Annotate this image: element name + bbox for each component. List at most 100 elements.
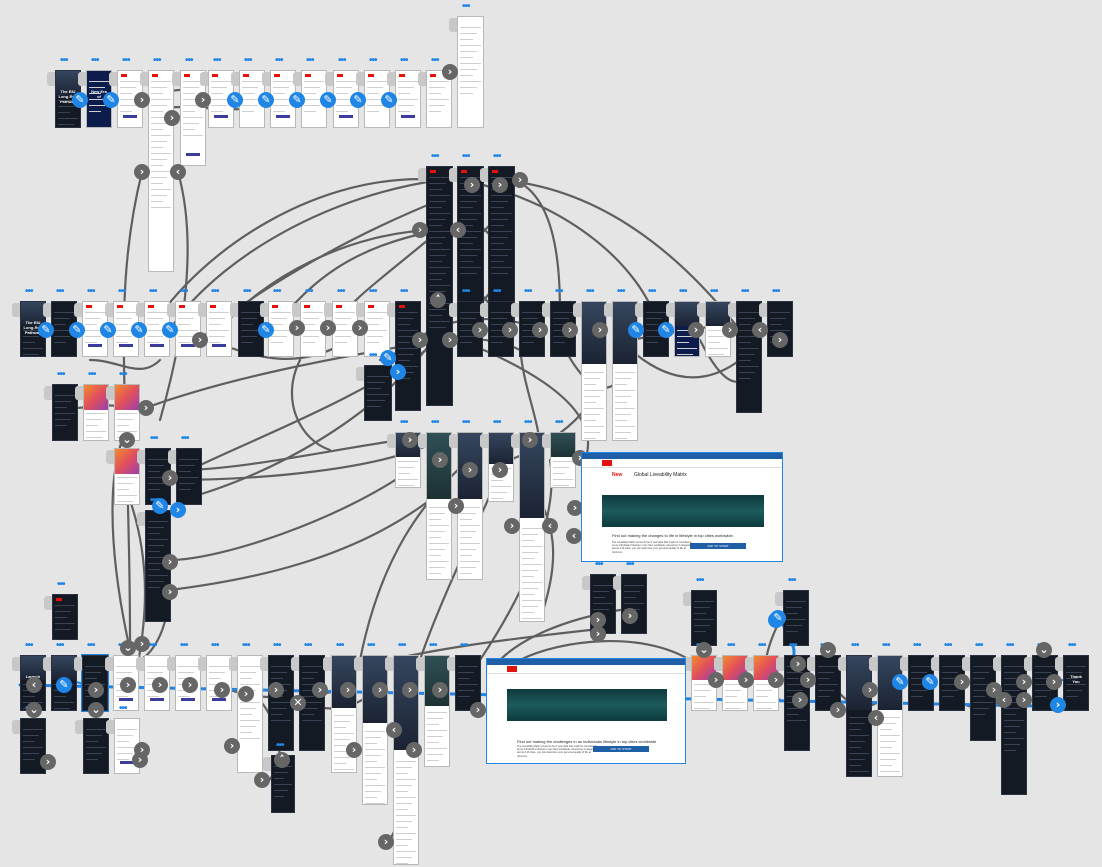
cta-button[interactable]	[275, 115, 291, 118]
artboard-tab[interactable]	[387, 72, 395, 86]
artboard-menu-icon[interactable]: •••	[851, 640, 859, 651]
artboard[interactable]	[455, 655, 481, 711]
chevron-right-icon[interactable]: ›	[492, 462, 508, 478]
artboard-tab[interactable]	[447, 657, 455, 671]
chevron-right-icon[interactable]: ›	[352, 320, 368, 336]
chevron-right-icon[interactable]: ›	[138, 400, 154, 416]
artboard-menu-icon[interactable]: •••	[56, 640, 64, 651]
chevron-up-icon[interactable]: ˄	[430, 292, 446, 308]
chevron-right-icon[interactable]: ›	[622, 608, 638, 624]
artboard-tab[interactable]	[480, 168, 488, 182]
chevron-down-icon[interactable]: ⌄	[26, 702, 42, 718]
chevron-right-icon[interactable]: ›	[134, 92, 150, 108]
cta-button[interactable]	[122, 115, 138, 118]
artboard-tab[interactable]	[869, 657, 877, 671]
artboard[interactable]	[846, 655, 872, 777]
cta-button[interactable]	[185, 153, 201, 156]
pencil-icon[interactable]: ✎	[380, 350, 396, 366]
artboard-menu-icon[interactable]: •••	[273, 640, 281, 651]
chevron-right-icon[interactable]: ›	[432, 682, 448, 698]
chevron-right-icon[interactable]: ›	[134, 164, 150, 180]
artboard-tab[interactable]	[44, 386, 52, 400]
artboard[interactable]	[736, 301, 762, 413]
artboard-tab[interactable]	[263, 757, 271, 771]
chevron-right-icon[interactable]: ›	[862, 682, 878, 698]
artboard-menu-icon[interactable]: •••	[337, 286, 345, 297]
artboard-menu-icon[interactable]: •••	[338, 55, 346, 66]
artboard-menu-icon[interactable]: •••	[211, 640, 219, 651]
cta-button[interactable]	[119, 761, 135, 764]
artboard-tab[interactable]	[666, 303, 674, 317]
artboard[interactable]	[114, 448, 140, 505]
artboard-tab[interactable]	[172, 72, 180, 86]
artboard-tab[interactable]	[776, 657, 784, 671]
artboard-tab[interactable]	[683, 657, 691, 671]
chevron-right-icon[interactable]: ›	[162, 554, 178, 570]
artboard-tab[interactable]	[106, 450, 114, 464]
artboard-menu-icon[interactable]: •••	[91, 55, 99, 66]
pencil-icon[interactable]: ✎	[892, 674, 908, 690]
artboard-menu-icon[interactable]: •••	[369, 286, 377, 297]
artboard-menu-icon[interactable]: •••	[306, 55, 314, 66]
artboard-tab[interactable]	[74, 657, 82, 671]
chevron-right-icon[interactable]: ›	[442, 64, 458, 80]
chevron-right-icon[interactable]: ›	[120, 677, 136, 693]
artboard-tab[interactable]	[993, 657, 1001, 671]
artboard-tab[interactable]	[43, 303, 51, 317]
artboard[interactable]	[395, 301, 421, 411]
artboard-menu-icon[interactable]: •••	[25, 640, 33, 651]
artboard-tab[interactable]	[140, 72, 148, 86]
chevron-right-icon[interactable]: ›	[254, 772, 270, 788]
chevron-right-icon[interactable]: ✕	[290, 695, 306, 711]
cta-button[interactable]	[338, 115, 354, 118]
chevron-right-icon[interactable]: ›	[289, 320, 305, 336]
pencil-icon[interactable]: ✎	[69, 322, 85, 338]
artboard-menu-icon[interactable]: •••	[400, 417, 408, 428]
artboard-menu-icon[interactable]: •••	[243, 286, 251, 297]
artboard-tab[interactable]	[136, 303, 144, 317]
artboard-menu-icon[interactable]: •••	[555, 417, 563, 428]
artboard[interactable]	[488, 166, 515, 326]
chevron-left-icon[interactable]: ‹	[26, 677, 42, 693]
chevron-right-icon[interactable]: ›	[192, 332, 208, 348]
artboard[interactable]	[148, 70, 174, 272]
artboard[interactable]	[767, 301, 793, 357]
artboard-tab[interactable]	[106, 720, 114, 734]
artboard-tab[interactable]	[683, 592, 691, 606]
artboard-tab[interactable]	[75, 720, 83, 734]
artboard-menu-icon[interactable]: •••	[944, 640, 952, 651]
artboard-menu-icon[interactable]: •••	[1006, 640, 1014, 651]
chevron-right-icon[interactable]: ›	[562, 322, 578, 338]
chevron-left-icon[interactable]: ‹	[170, 164, 186, 180]
artboard-tab[interactable]	[416, 657, 424, 671]
artboard-tab[interactable]	[137, 450, 145, 464]
artboard-tab[interactable]	[260, 657, 268, 671]
artboard-tab[interactable]	[167, 657, 175, 671]
artboard-menu-icon[interactable]: •••	[118, 286, 126, 297]
chevron-right-icon[interactable]: ›	[954, 674, 970, 690]
artboard-tab[interactable]	[900, 657, 908, 671]
chevron-down-icon[interactable]: ⌄	[1036, 642, 1052, 658]
artboard-menu-icon[interactable]: •••	[493, 417, 501, 428]
artboard-menu-icon[interactable]: •••	[181, 433, 189, 444]
chevron-right-icon[interactable]: ›	[1016, 674, 1032, 690]
artboard-menu-icon[interactable]: •••	[304, 640, 312, 651]
desktop-browser-artboard-bottom[interactable]: Find out making the challenges in an ind…	[486, 658, 686, 764]
chevron-right-icon[interactable]: ›	[162, 470, 178, 486]
artboard-menu-icon[interactable]: •••	[882, 640, 890, 651]
artboard-tab[interactable]	[613, 576, 621, 590]
chevron-right-icon[interactable]: ›	[1016, 692, 1032, 708]
chevron-right-icon[interactable]: ›	[402, 432, 418, 448]
artboard-menu-icon[interactable]: •••	[493, 151, 501, 162]
artboard-tab[interactable]	[387, 434, 395, 448]
artboard-menu-icon[interactable]: •••	[25, 286, 33, 297]
chevron-right-icon[interactable]: ›	[412, 332, 428, 348]
artboard-tab[interactable]	[324, 303, 332, 317]
artboard-tab[interactable]	[47, 72, 55, 86]
artboard-tab[interactable]	[262, 72, 270, 86]
chevron-right-icon[interactable]: ›	[442, 332, 458, 348]
artboard-tab[interactable]	[325, 72, 333, 86]
artboard-tab[interactable]	[1055, 657, 1063, 671]
artboard-tab[interactable]	[354, 657, 362, 671]
chevron-right-icon[interactable]: ›	[340, 682, 356, 698]
